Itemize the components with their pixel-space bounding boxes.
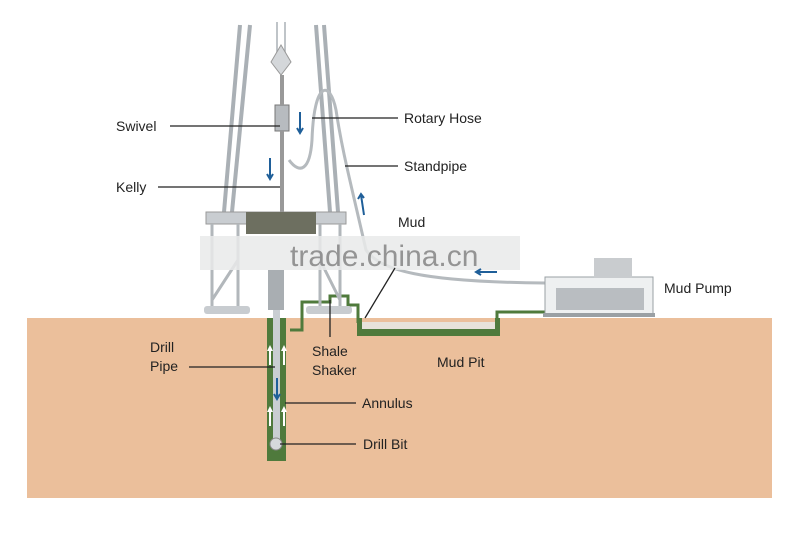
label-standpipe: Standpipe [404, 158, 467, 174]
mud-pump [543, 258, 655, 317]
mud-line-pump-to-pit [495, 310, 545, 320]
label-shale-shaker-line2: Shaker [312, 362, 357, 378]
watermark-blur-band [200, 236, 520, 270]
mud-pit [357, 318, 500, 336]
label-shale-shaker-line1: Shale [312, 343, 348, 359]
flow-arrows [266, 112, 497, 276]
label-mud-pit: Mud Pit [437, 354, 485, 370]
drill-pipe [273, 300, 280, 440]
label-mud: Mud [398, 214, 425, 230]
rotary-hose [287, 89, 546, 285]
label-swivel: Swivel [116, 118, 156, 134]
label-mud-pump: Mud Pump [664, 280, 732, 296]
leader-lines [158, 117, 398, 445]
mud-line-return [290, 294, 360, 332]
label-drill-bit: Drill Bit [363, 436, 407, 452]
label-drill-pipe-line1: Drill [150, 339, 174, 355]
derrick [222, 22, 340, 214]
pipe-down-arrow [273, 378, 281, 401]
ground [27, 318, 772, 498]
label-annulus: Annulus [362, 395, 413, 411]
label-kelly: Kelly [116, 179, 146, 195]
watermark: trade.china.cn [290, 240, 478, 273]
label-rotary-hose: Rotary Hose [404, 110, 482, 126]
label-drill-pipe-line2: Pipe [150, 358, 178, 374]
annulus-up-arrows [267, 345, 287, 426]
mud-pit-fluid [362, 322, 495, 329]
